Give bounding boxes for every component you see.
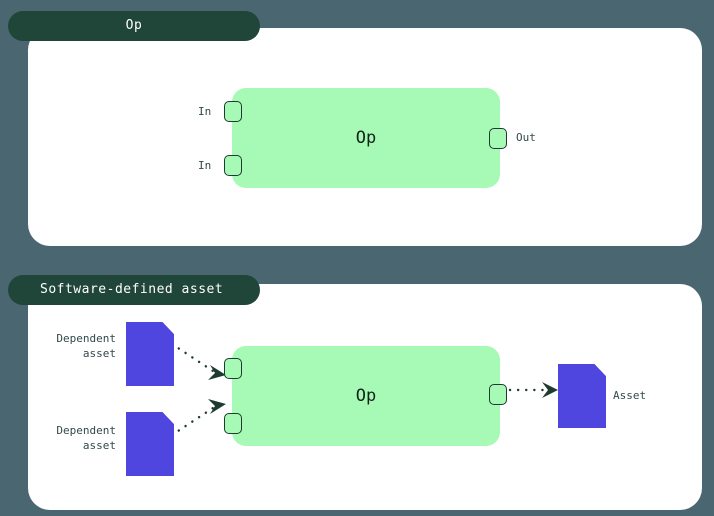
asset-document-icon-dependent-2[interactable] [126, 412, 174, 476]
op-node-bottom[interactable]: Op [232, 346, 500, 446]
port-out-2-icon[interactable] [489, 384, 507, 405]
asset-label-output: Asset [613, 389, 647, 402]
panel-op-tab-label: Op [8, 11, 260, 41]
asset-document-icon-output[interactable] [558, 364, 606, 428]
port-in-1-icon[interactable] [224, 101, 242, 122]
panel-sda-tab-label: Software-defined asset [8, 275, 260, 305]
connector-dependent-2-to-port [170, 399, 226, 437]
op-node-top-label: Op [355, 128, 377, 148]
port-in-4-icon[interactable] [224, 413, 242, 434]
asset-document-icon-dependent-1[interactable] [126, 322, 174, 386]
op-node-bottom-label: Op [355, 386, 377, 406]
panel-op: Op Op In In Out [0, 0, 714, 250]
asset-label-dependent-1: Dependent asset [56, 332, 116, 360]
port-in-3-icon[interactable] [224, 358, 242, 379]
port-in-2-icon[interactable] [224, 155, 242, 176]
port-in-1-label: In [198, 105, 212, 118]
op-node-top[interactable]: Op [232, 88, 500, 188]
port-out-1-label: Out [516, 131, 536, 144]
connector-op-to-asset [508, 382, 558, 398]
asset-label-dependent-2: Dependent asset [56, 424, 116, 452]
port-in-2-label: In [198, 159, 212, 172]
port-out-1-icon[interactable] [489, 128, 507, 149]
connector-dependent-1-to-port [170, 342, 226, 380]
